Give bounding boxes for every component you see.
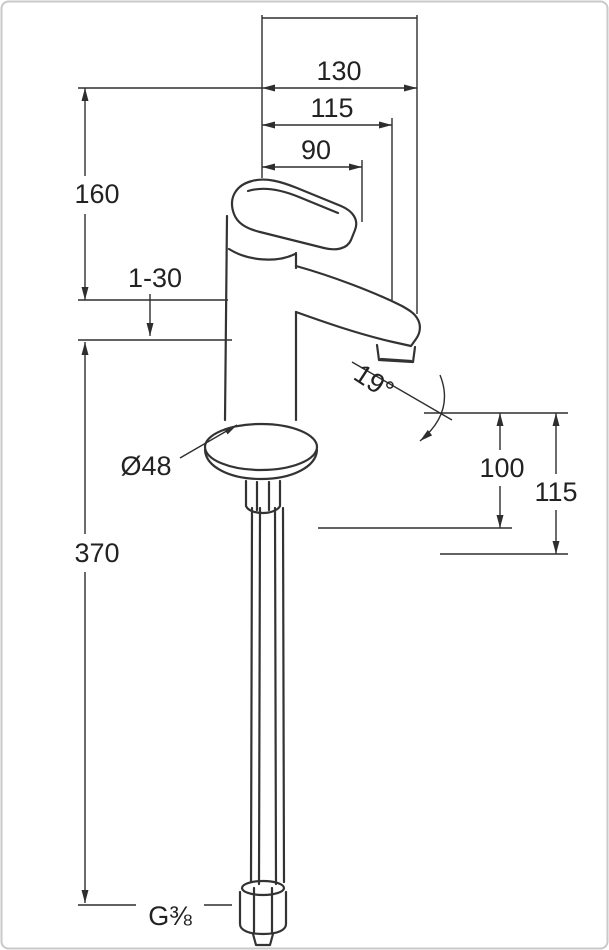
supply-hoses xyxy=(249,506,286,886)
faucet-handle-accent-line xyxy=(246,187,340,215)
dim-range-label: 1-30 xyxy=(128,263,182,293)
dimension-labels: 130 115 90 160 1-30 Ø48 19° 100 115 370 … xyxy=(74,56,577,931)
thread-size-label: G⅜ xyxy=(148,901,192,931)
connector-tip xyxy=(251,932,275,947)
dim-160-label: 160 xyxy=(74,179,119,209)
dimension-lines xyxy=(81,84,560,903)
dim-90-label: 90 xyxy=(301,135,331,165)
faucet-base-flange-bottom xyxy=(203,448,319,481)
diameter-leader xyxy=(179,424,238,459)
faucet-spout xyxy=(294,264,421,348)
extension-line-set xyxy=(78,15,568,906)
angle-arc-arrow xyxy=(419,374,446,442)
dim-370-label: 370 xyxy=(74,538,119,568)
connector-hex-body xyxy=(238,886,288,936)
dim-130-label: 130 xyxy=(316,56,361,86)
extension-lines xyxy=(78,15,568,906)
faucet-body-seam xyxy=(227,247,297,261)
faucet-base-flange-top xyxy=(203,422,319,472)
faucet-handle xyxy=(230,178,358,251)
dim-115-top-label: 115 xyxy=(310,93,353,123)
dim-100-label: 100 xyxy=(479,453,524,483)
dim-diameter-label: Ø48 xyxy=(120,451,171,481)
connector-collar xyxy=(240,879,286,897)
faucet-aerator xyxy=(375,343,417,364)
thread-connector-nut xyxy=(238,879,288,947)
faucet-outline xyxy=(203,178,421,947)
dim-115-right-label: 115 xyxy=(534,477,577,507)
angle-reference-line xyxy=(351,361,453,421)
faucet-mounting-shank xyxy=(244,479,282,515)
